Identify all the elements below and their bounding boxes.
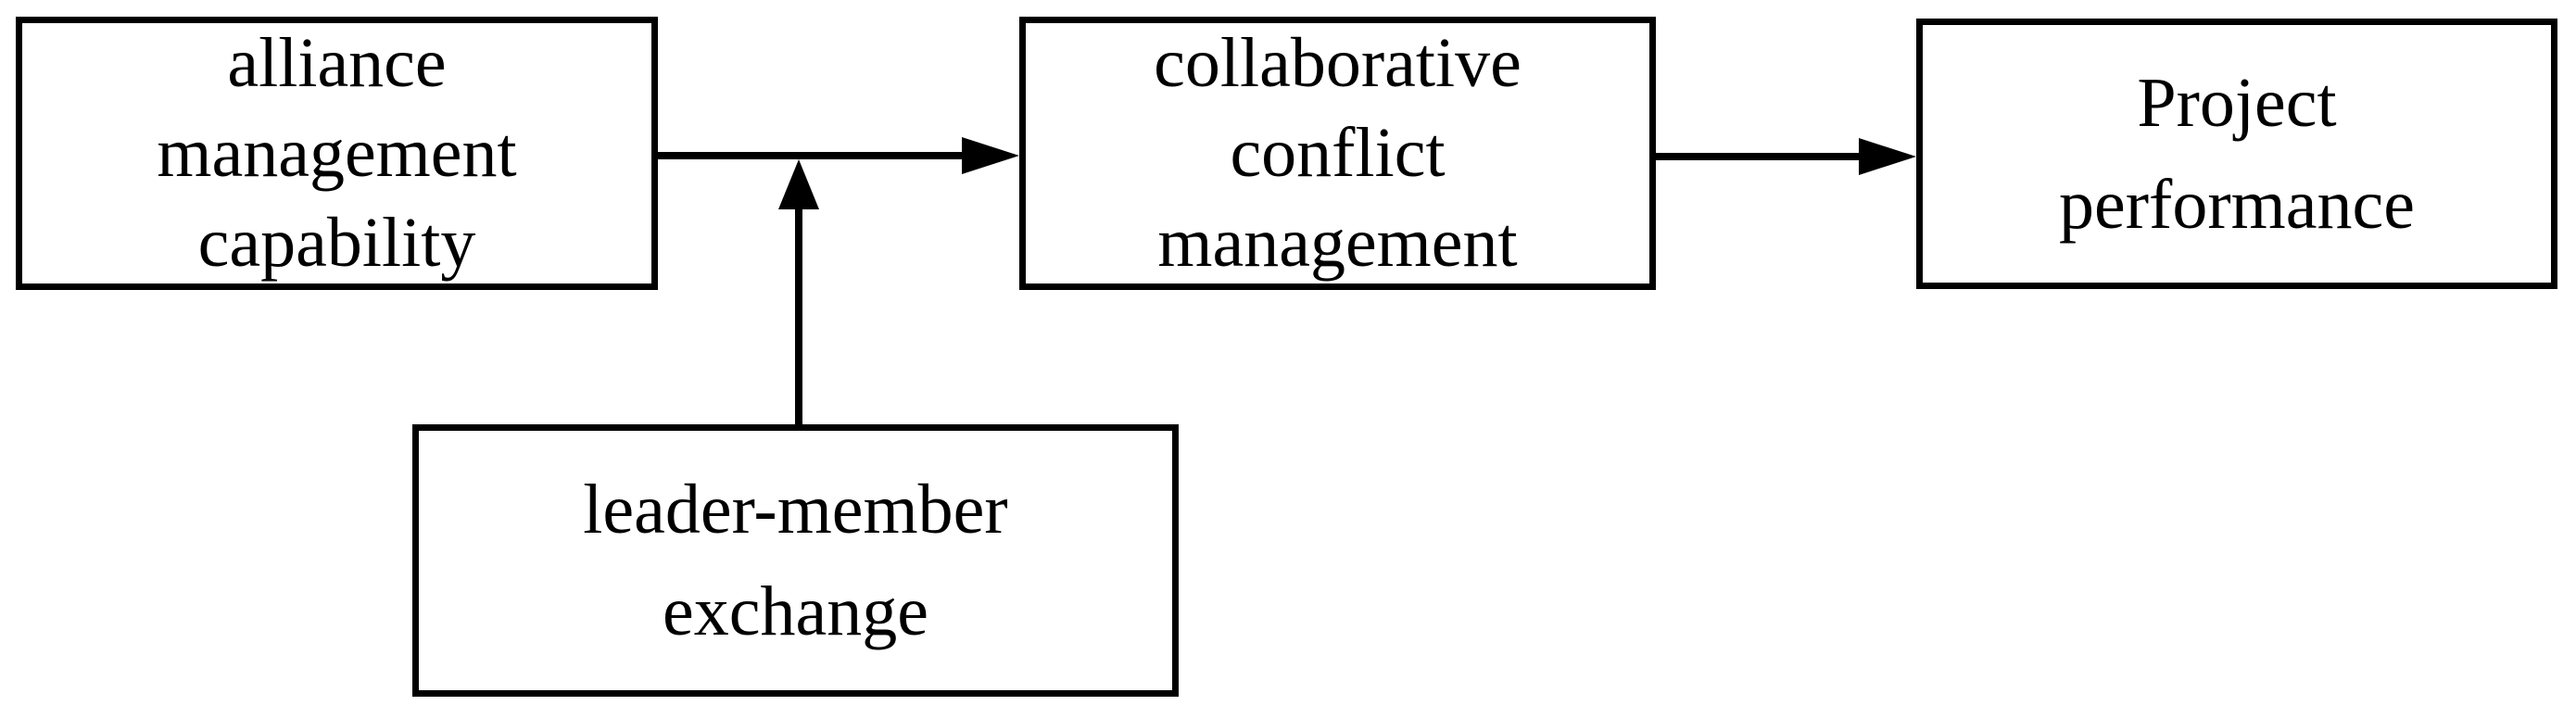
arrow-amc-to-ccm-head-icon [962, 137, 1019, 174]
node-label-line: leader-member [583, 471, 1008, 548]
arrow-amc-to-ccm-shaft [658, 152, 964, 159]
node-label-line: collaborative [1154, 24, 1522, 102]
node-label-line: exchange [663, 573, 928, 650]
node-project-performance: Project performance [1916, 19, 2557, 289]
node-label-line: capability [197, 204, 476, 282]
node-label-line: alliance [227, 24, 447, 102]
node-label-line: performance [2059, 166, 2415, 244]
node-label-line: Project [2137, 64, 2337, 142]
node-alliance-management-capability: alliance management capability [16, 17, 658, 290]
node-label-line: management [1157, 204, 1518, 282]
arrow-ccm-to-pp-head-icon [1859, 138, 1916, 175]
arrow-lmx-moderator-head-icon [778, 159, 819, 209]
node-label-line: conflict [1230, 114, 1446, 192]
node-collaborative-conflict-management: collaborative conflict management [1019, 17, 1656, 290]
node-leader-member-exchange: leader-member exchange [412, 424, 1179, 697]
arrow-ccm-to-pp-shaft [1656, 153, 1862, 160]
arrow-lmx-moderator-shaft [795, 209, 802, 424]
node-label-line: management [157, 114, 517, 192]
